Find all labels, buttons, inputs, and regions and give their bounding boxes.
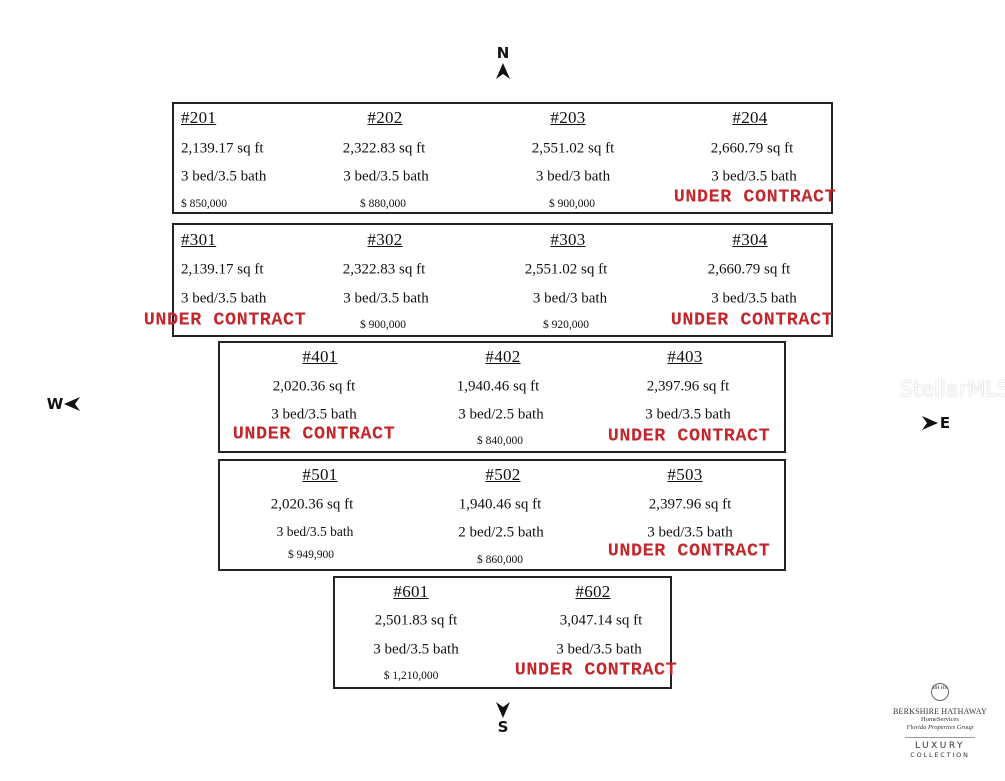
unit-301-beds: 3 bed/3.5 bath [181, 290, 267, 307]
north-label: N [496, 44, 510, 62]
unit-403-status: UNDER CONTRACT [607, 425, 771, 447]
unit-402-beds: 3 bed/2.5 bath [458, 406, 544, 423]
unit-502-sqft: 1,940.46 sq ft [458, 496, 542, 513]
unit-303-price: $ 920,000 [543, 319, 589, 331]
unit-601-price: $ 1,210,000 [383, 670, 439, 682]
unit-304-status: UNDER CONTRACT [670, 309, 834, 331]
unit-502-label: #502 [485, 465, 521, 484]
brand-sub: HomeServices [921, 716, 959, 723]
unit-204-label: #204 [732, 108, 768, 127]
unit-302-sqft: 2,322.83 sq ft [342, 261, 426, 278]
floor-4-box [218, 341, 786, 453]
unit-203-price: $ 900,000 [549, 198, 595, 210]
unit-201-price: $ 850,000 [181, 198, 227, 210]
east-label: E [939, 414, 951, 432]
unit-401-sqft: 2,020.36 sq ft [272, 378, 356, 395]
unit-502-beds: 2 bed/2.5 bath [458, 524, 544, 541]
south-arrow-icon [496, 702, 510, 718]
unit-304-sqft: 2,660.79 sq ft [707, 261, 791, 278]
unit-503-label: #503 [667, 465, 703, 484]
unit-302-price: $ 900,000 [360, 319, 406, 331]
unit-602-sqft: 3,047.14 sq ft [559, 612, 643, 629]
unit-401-status: UNDER CONTRACT [232, 423, 396, 445]
unit-503-status: UNDER CONTRACT [607, 540, 771, 562]
unit-501-sqft: 2,020.36 sq ft [270, 496, 354, 513]
brand-office: Florida Properties Group [906, 724, 974, 731]
unit-303-label: #303 [550, 230, 586, 249]
unit-203-beds: 3 bed/3 bath [535, 168, 611, 185]
unit-204-sqft: 2,660.79 sq ft [710, 140, 794, 157]
unit-503-sqft: 2,397.96 sq ft [648, 496, 732, 513]
unit-402-price: $ 840,000 [477, 435, 523, 447]
west-label: W [46, 395, 64, 413]
unit-202-price: $ 880,000 [360, 198, 406, 210]
south-label: S [497, 718, 509, 736]
unit-601-label: #601 [393, 582, 429, 601]
unit-202-label: #202 [367, 108, 403, 127]
unit-601-beds: 3 bed/3.5 bath [373, 641, 459, 658]
unit-201-beds: 3 bed/3.5 bath [181, 168, 267, 185]
unit-602-label: #602 [575, 582, 611, 601]
unit-401-beds: 3 bed/3.5 bath [271, 406, 357, 423]
brand-collection: COLLECTION [910, 751, 970, 759]
unit-501-beds: 3 bed/3.5 bath [276, 524, 354, 539]
unit-403-beds: 3 bed/3.5 bath [645, 406, 731, 423]
floor-2-box [172, 102, 833, 214]
floor-6-box [333, 576, 672, 689]
unit-202-sqft: 2,322.83 sq ft [342, 140, 426, 157]
unit-303-beds: 3 bed/3 bath [532, 290, 608, 307]
unit-602-beds: 3 bed/3.5 bath [556, 641, 642, 658]
unit-402-sqft: 1,940.46 sq ft [456, 378, 540, 395]
unit-204-beds: 3 bed/3.5 bath [711, 168, 797, 185]
berkshire-hathaway-logo: BH HS BERKSHIRE HATHAWAY HomeServices Fl… [880, 683, 1000, 759]
unit-304-beds: 3 bed/3.5 bath [711, 290, 797, 307]
unit-303-sqft: 2,551.02 sq ft [524, 261, 608, 278]
unit-302-beds: 3 bed/3.5 bath [343, 290, 429, 307]
stellar-mls-watermark: StellarMLS [899, 377, 1005, 401]
unit-503-beds: 3 bed/3.5 bath [647, 524, 733, 541]
unit-402-label: #402 [485, 347, 521, 366]
unit-501-price: $ 949,900 [288, 549, 334, 561]
unit-201-label: #201 [181, 108, 217, 127]
unit-302-label: #302 [367, 230, 403, 249]
floor-5-box [218, 459, 786, 571]
north-arrow-icon [496, 63, 510, 79]
unit-602-status: UNDER CONTRACT [514, 659, 678, 681]
unit-204-status: UNDER CONTRACT [673, 186, 837, 208]
unit-601-sqft: 2,501.83 sq ft [374, 612, 458, 629]
bhhs-monogram-icon: BH HS [931, 683, 949, 701]
unit-201-sqft: 2,139.17 sq ft [181, 140, 264, 157]
east-arrow-icon [922, 416, 938, 430]
unit-501-label: #501 [302, 465, 338, 484]
unit-202-beds: 3 bed/3.5 bath [343, 168, 429, 185]
unit-203-sqft: 2,551.02 sq ft [531, 140, 615, 157]
unit-403-label: #403 [667, 347, 703, 366]
brand-luxury: LUXURY [914, 741, 966, 751]
unit-203-label: #203 [550, 108, 586, 127]
floor-3-box [172, 223, 833, 337]
brand-divider [905, 737, 975, 738]
unit-403-sqft: 2,397.96 sq ft [646, 378, 730, 395]
west-arrow-icon [64, 397, 80, 411]
unit-301-status: UNDER CONTRACT [143, 309, 307, 331]
unit-301-sqft: 2,139.17 sq ft [181, 261, 264, 278]
unit-301-label: #301 [181, 230, 217, 249]
unit-401-label: #401 [302, 347, 338, 366]
unit-304-label: #304 [732, 230, 768, 249]
unit-502-price: $ 860,000 [477, 554, 523, 566]
brand-name: BERKSHIRE HATHAWAY [892, 707, 987, 716]
